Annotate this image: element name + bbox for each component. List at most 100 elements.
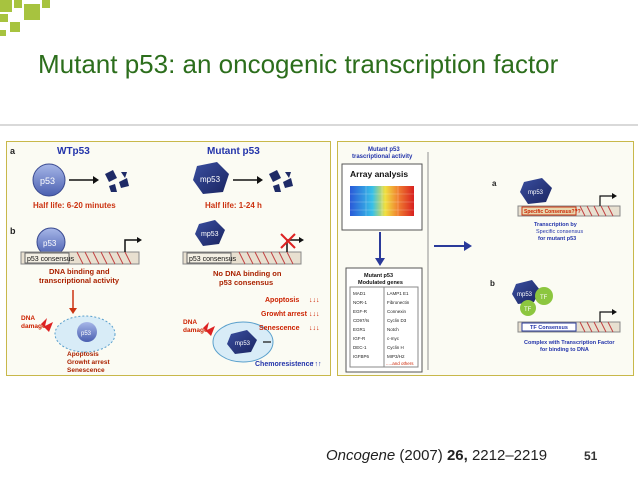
gene-right-8: MIP3/H2: [387, 354, 405, 359]
mutant-trend-4: ↑↑↑: [311, 361, 322, 368]
mp53-protein-a: [520, 178, 552, 204]
corner-decoration: [0, 0, 60, 48]
gene-left-1: MAD1: [353, 291, 366, 296]
mutant-binding-line2: p53 consensus: [219, 278, 273, 287]
arrow-head: [257, 176, 263, 184]
transcription-start-arrow: [124, 239, 139, 252]
gene-left-8: IGFBP6: [353, 354, 370, 359]
tf-consensus-label: TF Consensus: [530, 325, 568, 331]
gene-right-6: c-myc: [387, 336, 400, 341]
citation-journal: Oncogene: [326, 447, 396, 464]
right-header-line1: Mutant p53: [368, 147, 400, 153]
gene-right-4: Cyclin D3: [387, 318, 407, 323]
heatmap-grid: [350, 186, 414, 216]
genes-title-line2: Modulated genes: [358, 280, 403, 286]
dna-stripes: [579, 321, 614, 333]
citation-volume: 26,: [446, 447, 468, 464]
arrow-head: [464, 241, 472, 251]
mutant-title: Mutant p53: [207, 146, 260, 157]
specific-consensus-label: Specific Consensus???: [524, 209, 581, 215]
genes-title-line1: Mutant p53: [364, 273, 393, 279]
mutant-p53-unbound: [195, 220, 225, 246]
accent-square: [0, 14, 8, 22]
mutant-p53-nucleus-label: mp53: [235, 341, 251, 347]
gene-right-7: Cyclin H: [387, 345, 404, 350]
gene-left-7: DEC-1: [353, 345, 367, 350]
tf-consensus-box: [521, 322, 577, 332]
mutant-consensus-box: [186, 252, 232, 264]
mutant-half-life: Half life: 1-24 h: [205, 201, 262, 210]
wt-consensus-box: [24, 252, 70, 264]
specific-consensus-box: [521, 206, 577, 216]
wt-half-life: Half life: 6-20 minutes: [33, 201, 116, 210]
mutant-trend-3: ↓↓↓: [309, 325, 320, 332]
arrow-head: [299, 237, 304, 243]
mutant-trend-2: ↓↓↓: [309, 311, 320, 318]
gene-left-5: EGR1: [353, 327, 366, 332]
wt-consensus-label: p53 consensus: [27, 256, 75, 263]
gene-right-5: Notch: [387, 327, 399, 332]
wt-title: WTp53: [57, 146, 90, 157]
gene-right-1: LAMP1 E1: [387, 291, 409, 296]
gene-left-3: EGF-R: [353, 309, 368, 314]
gene-left-6: IGF-R: [353, 336, 366, 341]
arrow-head: [137, 237, 142, 243]
wt-outcome-1: Apoptosis: [67, 351, 99, 358]
lightning-bolt-icon: [203, 322, 215, 336]
mutant-outcome-1: Apoptosis: [265, 297, 299, 304]
gene-left-4: CD97/Is: [353, 318, 370, 323]
mutant-p53-label: mp53: [200, 175, 221, 184]
wt-p53-nucleus-label: p53: [81, 331, 92, 337]
accent-square: [42, 0, 50, 8]
wt-outcome-2: Growht arrest: [67, 359, 110, 366]
mutant-p53-nucleus: [227, 330, 257, 354]
dna-stripes: [579, 205, 614, 217]
mechanism-label-b: b: [490, 279, 495, 288]
arrow-head: [69, 308, 77, 314]
gene-right-2: Fibronectin: [387, 300, 410, 305]
mechanism-label-a: a: [492, 179, 497, 188]
title-divider: [0, 124, 638, 126]
citation-pages: 2212–2219: [471, 447, 548, 464]
complex-line2: for binding to DNA: [540, 347, 589, 353]
transcription-arrow-a: [599, 195, 614, 206]
transcription-arrow-b: [599, 311, 614, 322]
arrow-head: [612, 193, 617, 199]
dna-stripes: [238, 251, 294, 265]
wt-binding-line1: DNA binding and: [49, 267, 110, 276]
wt-dna-damage-line1: DNA: [21, 315, 35, 322]
page-number: 51: [584, 449, 598, 463]
transcription-by-line1: Transcription by: [534, 222, 578, 228]
wt-p53-label: p53: [40, 176, 55, 186]
transcription-by-line2: Specific consensus: [536, 229, 583, 235]
transcription-by-line3: for mutant p53: [538, 236, 576, 242]
slide-title: Mutant p53: an oncogenic transcription f…: [38, 49, 559, 79]
panel-label-b: b: [10, 226, 16, 236]
degraded-fragments-icon: [269, 170, 293, 192]
mp53-protein-b: [512, 280, 540, 304]
gene-left-2: NOR-1: [353, 300, 367, 305]
accent-square: [14, 0, 22, 8]
arrow-head: [375, 258, 385, 266]
complex-line1: Complex with Transcription Factor: [524, 340, 615, 346]
wt-outcome-3: Senescence: [67, 367, 105, 374]
blocked-cross-icon: [280, 233, 296, 249]
citation-year: (2007): [399, 447, 443, 464]
tf-label-1: TF: [540, 295, 548, 301]
mp53-label-a: mp53: [528, 190, 544, 196]
right-figure-drawing: Mutant p53 trascriptional activity Array…: [341, 147, 621, 373]
mutant-outcome-3: Senescence: [259, 325, 300, 332]
mutant-p53-unbound-label: mp53: [201, 231, 219, 238]
wt-p53-bound-label: p53: [43, 239, 57, 248]
accent-square: [0, 0, 12, 12]
citation: Oncogene (2007) 26, 2212–2219: [326, 447, 547, 464]
tf-protein-2: [520, 300, 536, 316]
accent-square: [0, 30, 6, 36]
lightning-bolt-icon: [41, 318, 53, 332]
wt-vs-mutant-p53-figure: a b WTp53 p53 Half life: 6-20 minutes Mu…: [6, 141, 331, 376]
mutant-binding-line1: No DNA binding on: [213, 269, 282, 278]
tf-protein-1: [535, 287, 553, 305]
mutant-dna-damage-line2: damage: [183, 327, 208, 334]
mutant-p53-transcription-figure: Mutant p53 trascriptional activity Array…: [337, 141, 634, 376]
accent-square: [24, 4, 40, 20]
